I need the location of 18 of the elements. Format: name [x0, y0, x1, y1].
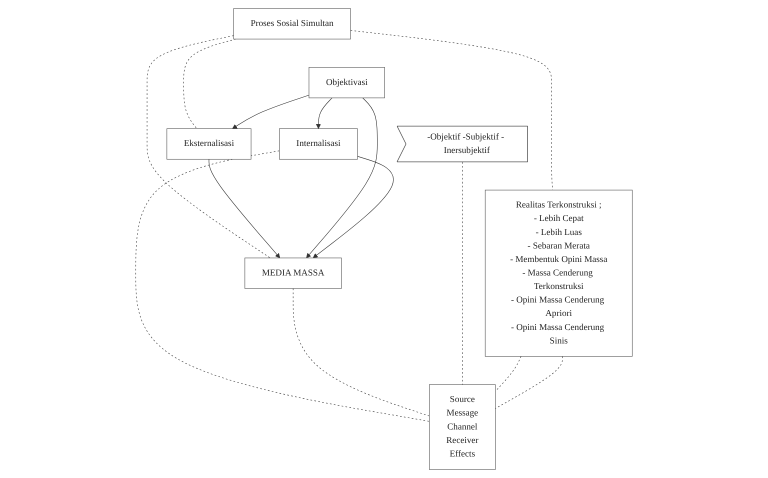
node-box: Eksternalisasi	[166, 128, 252, 160]
arrow	[232, 94, 310, 129]
connector	[135, 150, 430, 422]
node-box: Proses Sosial Simultan	[233, 8, 351, 40]
node-box: MEDIA MASSA	[244, 258, 342, 289]
connector	[495, 356, 563, 409]
arrow	[312, 156, 394, 258]
arrow	[208, 158, 280, 258]
arrow	[306, 98, 378, 258]
arrow	[316, 98, 332, 129]
node-box: Source Message Channel Receiver Effects	[429, 384, 496, 470]
connector	[350, 30, 553, 190]
node-box: Internalisasi	[279, 128, 358, 160]
node-box: Realitas Terkonstruksi ; - Lebih Cepat - Lebih Luas - Sebaran Merata - Membentuk Opini Massa - Massa Cenderung Terkonstruksi - Opini Massa Cenderung Apriori - Opini Massa Cenderung Sinis	[484, 190, 633, 357]
connector	[462, 162, 463, 385]
connector	[292, 288, 430, 416]
connector	[495, 356, 522, 392]
node-box: Objektivasi	[308, 67, 385, 98]
